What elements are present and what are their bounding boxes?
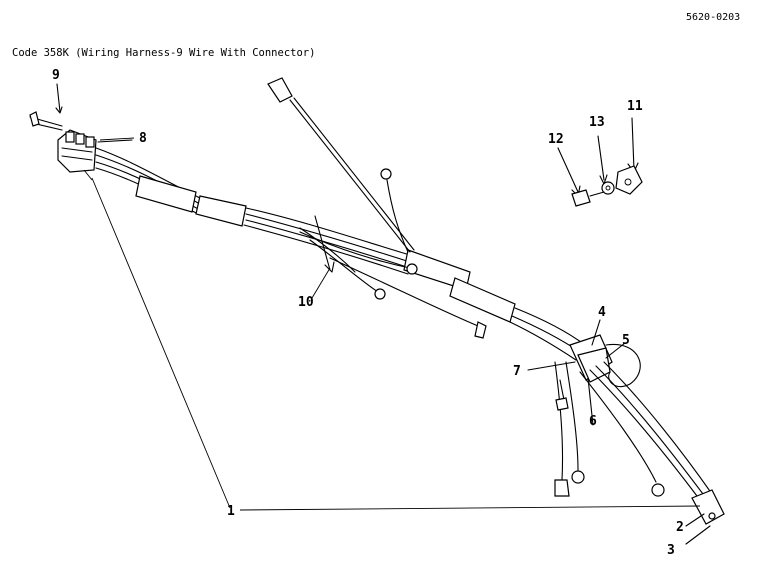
harness-bundle <box>95 77 586 361</box>
diagram-code: 5620-0203 <box>686 12 741 23</box>
callout-1: 1 <box>227 504 235 519</box>
clamp-assembly <box>527 319 641 426</box>
callout-11: 11 <box>627 99 643 114</box>
callout-13: 13 <box>589 115 605 130</box>
diagram-title: Code 358K (Wiring Harness-9 Wire With Co… <box>12 47 316 59</box>
callout-10-leader <box>311 267 331 299</box>
callout-1-leader <box>83 169 701 511</box>
callout-12: 12 <box>548 132 564 147</box>
part-9-terminal-pin <box>29 83 63 131</box>
callout-9: 9 <box>52 68 60 83</box>
callout-10: 10 <box>298 295 314 310</box>
lower-wire-tails <box>554 361 725 545</box>
callout-4: 4 <box>598 305 606 320</box>
part-8-connector <box>57 129 133 173</box>
callout-5: 5 <box>622 333 630 348</box>
callout-6: 6 <box>589 414 597 429</box>
callout-8: 8 <box>139 131 147 146</box>
callout-8-leader <box>99 137 135 141</box>
fastener-hardware <box>557 117 643 207</box>
callout-3: 3 <box>667 543 675 558</box>
callout-2: 2 <box>676 520 684 535</box>
callout-7: 7 <box>513 364 521 379</box>
